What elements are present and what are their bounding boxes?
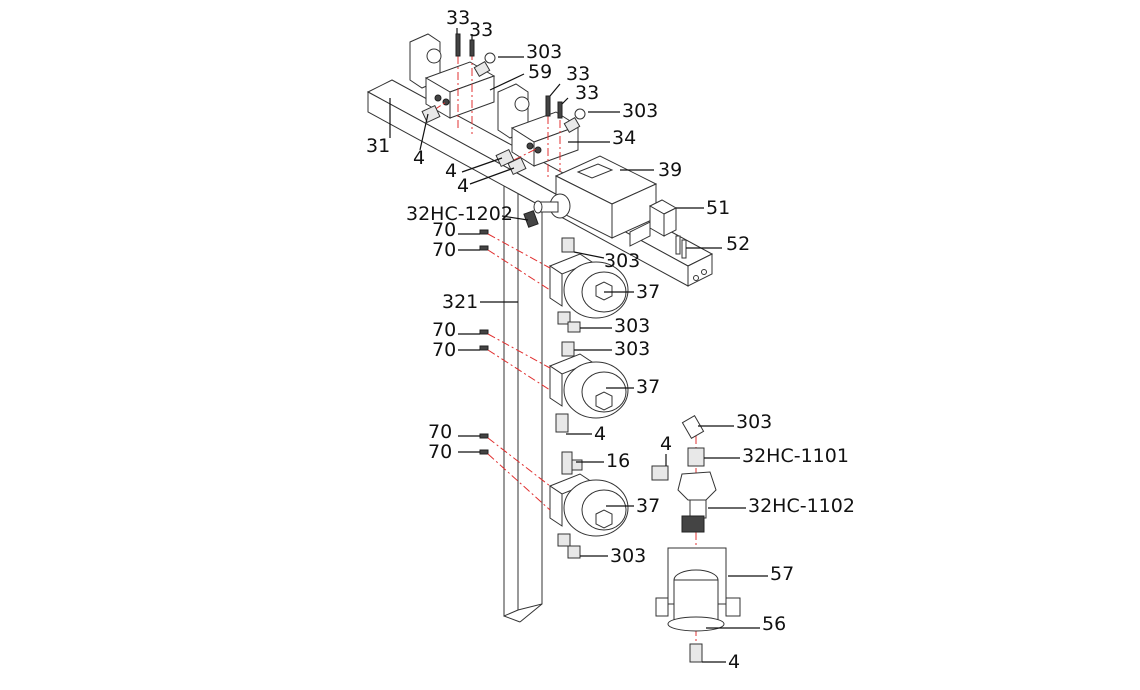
- callout-303: 303: [736, 411, 772, 433]
- callout-labels: 33 33 303 59 33 33 303 34 31 4 4 4 39 32…: [366, 7, 855, 673]
- leader-lines: [389, 28, 768, 663]
- callout-33: 33: [566, 63, 590, 85]
- terminal-block-51-52: [629, 199, 687, 259]
- callout-37: 37: [636, 495, 660, 517]
- callout-37: 37: [636, 376, 660, 398]
- motor-37-3: [548, 473, 629, 537]
- callout-4: 4: [457, 175, 469, 197]
- vertical-post-321: [503, 173, 543, 623]
- callout-34: 34: [612, 127, 636, 149]
- callout-70: 70: [428, 441, 452, 463]
- elbow-32HC-1202: [523, 210, 539, 228]
- assembly-axis-lines-upper: [433, 52, 561, 180]
- callout-31: 31: [366, 135, 390, 157]
- callout-303: 303: [526, 41, 562, 63]
- callout-32HC-1101: 32HC-1101: [742, 445, 849, 467]
- callout-303: 303: [614, 338, 650, 360]
- callout-51: 51: [706, 197, 730, 219]
- callout-303: 303: [622, 100, 658, 122]
- callout-70: 70: [432, 219, 456, 241]
- callout-33: 33: [469, 19, 493, 41]
- fittings-4-upper: [421, 104, 527, 176]
- fittings-middle: [555, 237, 583, 559]
- callout-70: 70: [432, 339, 456, 361]
- callout-16: 16: [606, 450, 630, 472]
- elbow-fittings-303-top: [473, 52, 586, 134]
- screws-70: [479, 229, 551, 511]
- filter-subassembly: [651, 415, 741, 663]
- callout-52: 52: [726, 233, 750, 255]
- callout-4: 4: [445, 160, 457, 182]
- callout-37: 37: [636, 281, 660, 303]
- callout-59: 59: [528, 61, 552, 83]
- callout-70: 70: [428, 421, 452, 443]
- callout-303: 303: [604, 250, 640, 272]
- callout-4: 4: [594, 423, 606, 445]
- callout-56: 56: [762, 613, 786, 635]
- callout-70: 70: [432, 239, 456, 261]
- callout-321: 321: [442, 291, 478, 313]
- motor-37-2: [548, 353, 629, 419]
- callout-32HC-1102: 32HC-1102: [748, 495, 855, 517]
- callout-33: 33: [446, 7, 470, 29]
- enclosure-39: [533, 155, 658, 239]
- callout-303: 303: [614, 315, 650, 337]
- callout-70: 70: [432, 319, 456, 341]
- callout-303: 303: [610, 545, 646, 567]
- callout-4: 4: [660, 433, 672, 455]
- callout-32HC-1202: 32HC-1202: [406, 203, 513, 225]
- callout-57: 57: [770, 563, 794, 585]
- callout-33: 33: [575, 82, 599, 104]
- callout-4: 4: [728, 651, 740, 673]
- callout-39: 39: [658, 159, 682, 181]
- callout-4: 4: [413, 147, 425, 169]
